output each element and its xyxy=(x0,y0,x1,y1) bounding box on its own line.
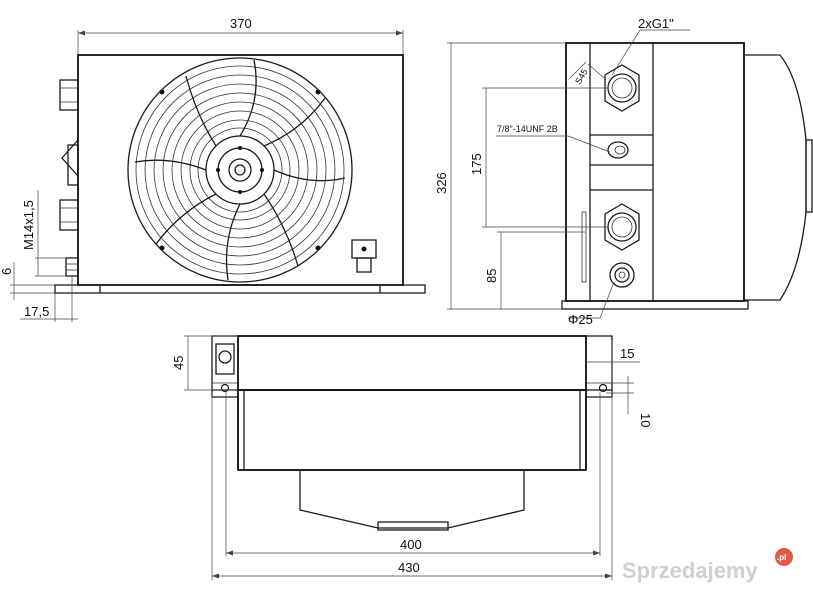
label-port-unf: 7/8"-14UNF 2B xyxy=(497,124,558,134)
watermark-badge xyxy=(775,548,793,566)
dim-side-175: 175 xyxy=(469,153,484,175)
dim-top-15: 15 xyxy=(620,346,634,361)
dim-offset-6: 6 xyxy=(0,268,14,275)
side-upper-port-hex xyxy=(604,64,640,112)
watermark-suffix: .pl xyxy=(777,553,786,562)
front-base-plate xyxy=(54,284,426,294)
front-view: 370 M14x1,5 6 17,5 xyxy=(0,16,426,322)
side-unf-port xyxy=(607,141,629,159)
side-lower-port-hex xyxy=(604,203,640,251)
watermark-brand: Sprzedajemy xyxy=(622,558,758,583)
front-upper-port xyxy=(59,79,79,111)
front-drain-plug xyxy=(65,257,79,277)
top-header-bar xyxy=(237,335,587,391)
dim-thread-m14: M14x1,5 xyxy=(21,200,36,250)
label-port-g1: 2xG1" xyxy=(638,16,674,31)
top-core xyxy=(237,389,587,471)
dim-side-85: 85 xyxy=(484,269,499,283)
dim-top-400: 400 xyxy=(400,537,422,552)
fan-guard-spokes xyxy=(134,59,346,281)
top-fan-housing xyxy=(299,470,525,529)
label-port-s45: S45 xyxy=(573,67,590,86)
dim-offset-17-5: 17,5 xyxy=(24,304,49,319)
side-view: 326 175 85 2xG1" S45 7/8"-14UNF 2B Φ25 xyxy=(434,16,813,327)
side-motor-housing xyxy=(744,54,807,301)
side-base-plate xyxy=(561,300,749,310)
front-housing xyxy=(77,54,404,286)
label-port-phi25: Φ25 xyxy=(568,312,593,327)
dim-top-430: 430 xyxy=(398,560,420,575)
front-lower-port xyxy=(59,199,79,231)
side-drain-port xyxy=(609,262,635,288)
dim-top-10: 10 xyxy=(638,413,653,427)
side-housing xyxy=(565,42,745,302)
dim-front-width: 370 xyxy=(230,16,252,31)
front-side-bracket xyxy=(61,139,79,177)
watermark-logo: Sprzedajemy .pl xyxy=(622,548,793,583)
dim-side-height: 326 xyxy=(434,172,449,194)
top-view: 45 15 10 400 430 xyxy=(171,335,653,580)
dim-top-45: 45 xyxy=(171,356,186,370)
top-left-fitting xyxy=(215,343,235,375)
fan-guard xyxy=(127,57,353,283)
